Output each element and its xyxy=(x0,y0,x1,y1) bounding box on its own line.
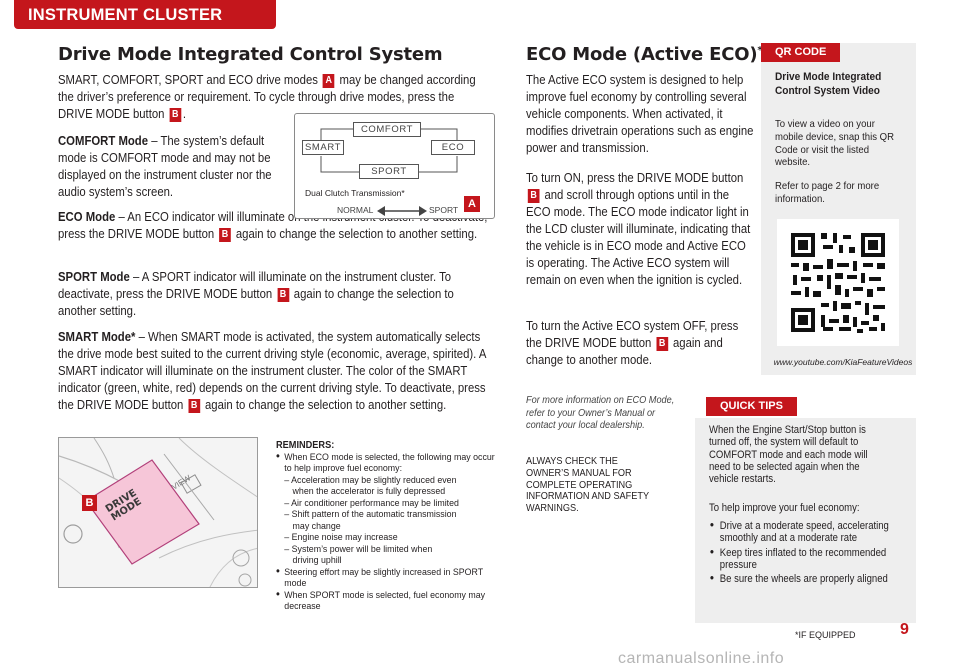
tips-default-mode: When the Engine Start/Stop button is tur… xyxy=(709,424,868,486)
eco-label: ECO Mode xyxy=(58,210,116,224)
eco-on-text-b: and scroll through options until in the … xyxy=(526,188,751,287)
smart-mode-box: SMART xyxy=(302,140,344,155)
reminder-sport-fuel: When SPORT mode is selected, fuel econom… xyxy=(276,589,497,613)
intro-text-b: may be changed according the driver’s pr… xyxy=(58,73,476,121)
qr-code-image[interactable] xyxy=(777,219,899,346)
qr-code-icon xyxy=(791,233,885,333)
qr-video-url[interactable]: www.youtube.com/KiaFeatureVideos xyxy=(773,357,913,367)
badge-b: B xyxy=(188,399,201,413)
mode-cycle-lines xyxy=(320,128,458,173)
qr-code-panel: QR CODE Drive Mode Integrated Control Sy… xyxy=(761,43,916,375)
tips-list-item: Be sure the wheels are properly aligned xyxy=(709,572,889,585)
eco-off-text-a: To turn the Active ECO system OFF, press… xyxy=(526,319,739,350)
qr-page-reference: Refer to page 2 for more information. xyxy=(775,181,880,205)
if-equipped-note: *IF EQUIPPED xyxy=(795,630,856,640)
badge-b: B xyxy=(527,189,540,203)
reminder-eco-item: – Air conditioner performance may be lim… xyxy=(284,497,459,509)
section-title: INSTRUMENT CLUSTER xyxy=(28,6,223,24)
watermark: carmanualsonline.info xyxy=(618,650,785,667)
reminder-steering: Steering effort may be slightly increase… xyxy=(276,566,497,590)
drive-mode-button-image: DRIVE MODE VIEW xyxy=(58,437,258,588)
reminder-eco-item: – Engine noise may increase xyxy=(284,532,398,543)
eco-title-asterisk: * xyxy=(757,45,763,56)
badge-b: B xyxy=(219,228,231,242)
eco-text-b: again to change the selection to another… xyxy=(235,227,478,241)
tips-list-item: Keep tires inflated to the recommended p… xyxy=(709,546,889,572)
active-eco-description: The Active ECO system is designed to hel… xyxy=(526,73,754,155)
badge-b: B xyxy=(169,108,182,122)
reminder-eco-item: – Acceleration may be slightly reduced e… xyxy=(284,474,457,486)
reminder-eco-intro: When ECO mode is selected, the following… xyxy=(276,451,497,475)
normal-label: NORMAL xyxy=(337,205,374,215)
eco-on-text-a: To turn ON, press the DRIVE MODE button xyxy=(526,171,744,185)
reminder-eco-item: – Shift pattern of the automatic transmi… xyxy=(284,509,457,520)
comfort-mode-box: COMFORT xyxy=(353,122,421,137)
page-number: 9 xyxy=(900,621,909,638)
badge-a: A xyxy=(322,74,335,88)
comfort-paragraph: COMFORT Mode – The system’s default mode… xyxy=(58,133,285,201)
figure-badge-a: A xyxy=(464,196,480,212)
owners-manual-warning: ALWAYS CHECK THE OWNER’S MANUAL FOR COMP… xyxy=(526,456,649,515)
sport-label: SPORT Mode xyxy=(58,270,130,284)
drive-mode-cycle-figure: COMFORT SMART ECO SPORT Dual Clutch Tran… xyxy=(294,113,495,219)
reminder-eco-item: may change xyxy=(292,520,341,532)
sport-label-right: SPORT xyxy=(429,205,459,215)
eco-mode-heading: ECO Mode (Active ECO)* xyxy=(526,44,763,65)
quick-tips-tag: QUICK TIPS xyxy=(706,397,797,416)
drive-mode-heading: Drive Mode Integrated Control System xyxy=(58,44,443,65)
badge-b: B xyxy=(277,288,289,302)
eco-mode-title: ECO Mode (Active ECO) xyxy=(526,44,758,65)
intro-text-a: SMART, COMFORT, SPORT and ECO drive mode… xyxy=(58,73,318,87)
sport-text-a: – A SPORT indicator will illuminate on t… xyxy=(58,270,452,301)
comfort-label: COMFORT Mode xyxy=(58,134,149,148)
quick-tips-panel: When the Engine Start/Stop button is tur… xyxy=(695,418,916,623)
reminders-title: REMINDERS: xyxy=(276,440,335,451)
smart-paragraph: SMART Mode* – When SMART mode is activat… xyxy=(58,329,490,414)
active-eco-on-paragraph: To turn ON, press the DRIVE MODE button … xyxy=(526,170,756,289)
active-eco-off-paragraph: To turn the Active ECO system OFF, press… xyxy=(526,318,742,369)
reminder-eco-item: when the accelerator is fully depressed xyxy=(292,486,446,497)
smart-text-b: again to change the selection to another… xyxy=(204,398,447,412)
sport-paragraph: SPORT Mode – A SPORT indicator will illu… xyxy=(58,269,490,320)
eco-info-note: For more information on ECO Mode, refer … xyxy=(526,395,675,431)
qr-code-tag: QR CODE xyxy=(761,43,841,62)
sport-text-b: again to change the selection to another… xyxy=(58,287,454,318)
sport-mode-box: SPORT xyxy=(359,164,419,179)
tips-fuel-economy-intro: To help improve your fuel economy: xyxy=(709,502,860,514)
console-illustration xyxy=(59,438,257,587)
qr-instructions: To view a video on your mobile device, s… xyxy=(775,119,895,169)
eco-off-text-b: again and change to another mode. xyxy=(526,336,723,367)
reminder-eco-item: – System’s power will be limited when xyxy=(284,543,433,555)
smart-label: SMART Mode* xyxy=(58,330,136,344)
smart-text-a: – When SMART mode is activated, the syst… xyxy=(58,330,486,412)
reminder-eco-item: driving uphill xyxy=(292,555,342,566)
eco-mode-box: ECO xyxy=(431,140,475,155)
reminders-block: REMINDERS: When ECO mode is selected, th… xyxy=(276,440,497,613)
qr-video-title: Drive Mode Integrated Control System Vid… xyxy=(775,71,882,97)
transmission-label: Dual Clutch Transmission* xyxy=(305,188,405,198)
intro-paragraph: SMART, COMFORT, SPORT and ECO drive mode… xyxy=(58,73,476,122)
normal-sport-arrow-icon xyxy=(377,206,427,216)
tips-list-item: Drive at a moderate speed, accelerating … xyxy=(709,519,889,545)
tips-list: Drive at a moderate speed, accelerating … xyxy=(709,519,889,585)
figure-badge-b: B xyxy=(82,495,97,511)
section-header-tab: INSTRUMENT CLUSTER xyxy=(14,0,276,29)
comfort-text: – The system’s default mode is COMFORT m… xyxy=(58,134,272,199)
badge-b: B xyxy=(656,337,669,351)
